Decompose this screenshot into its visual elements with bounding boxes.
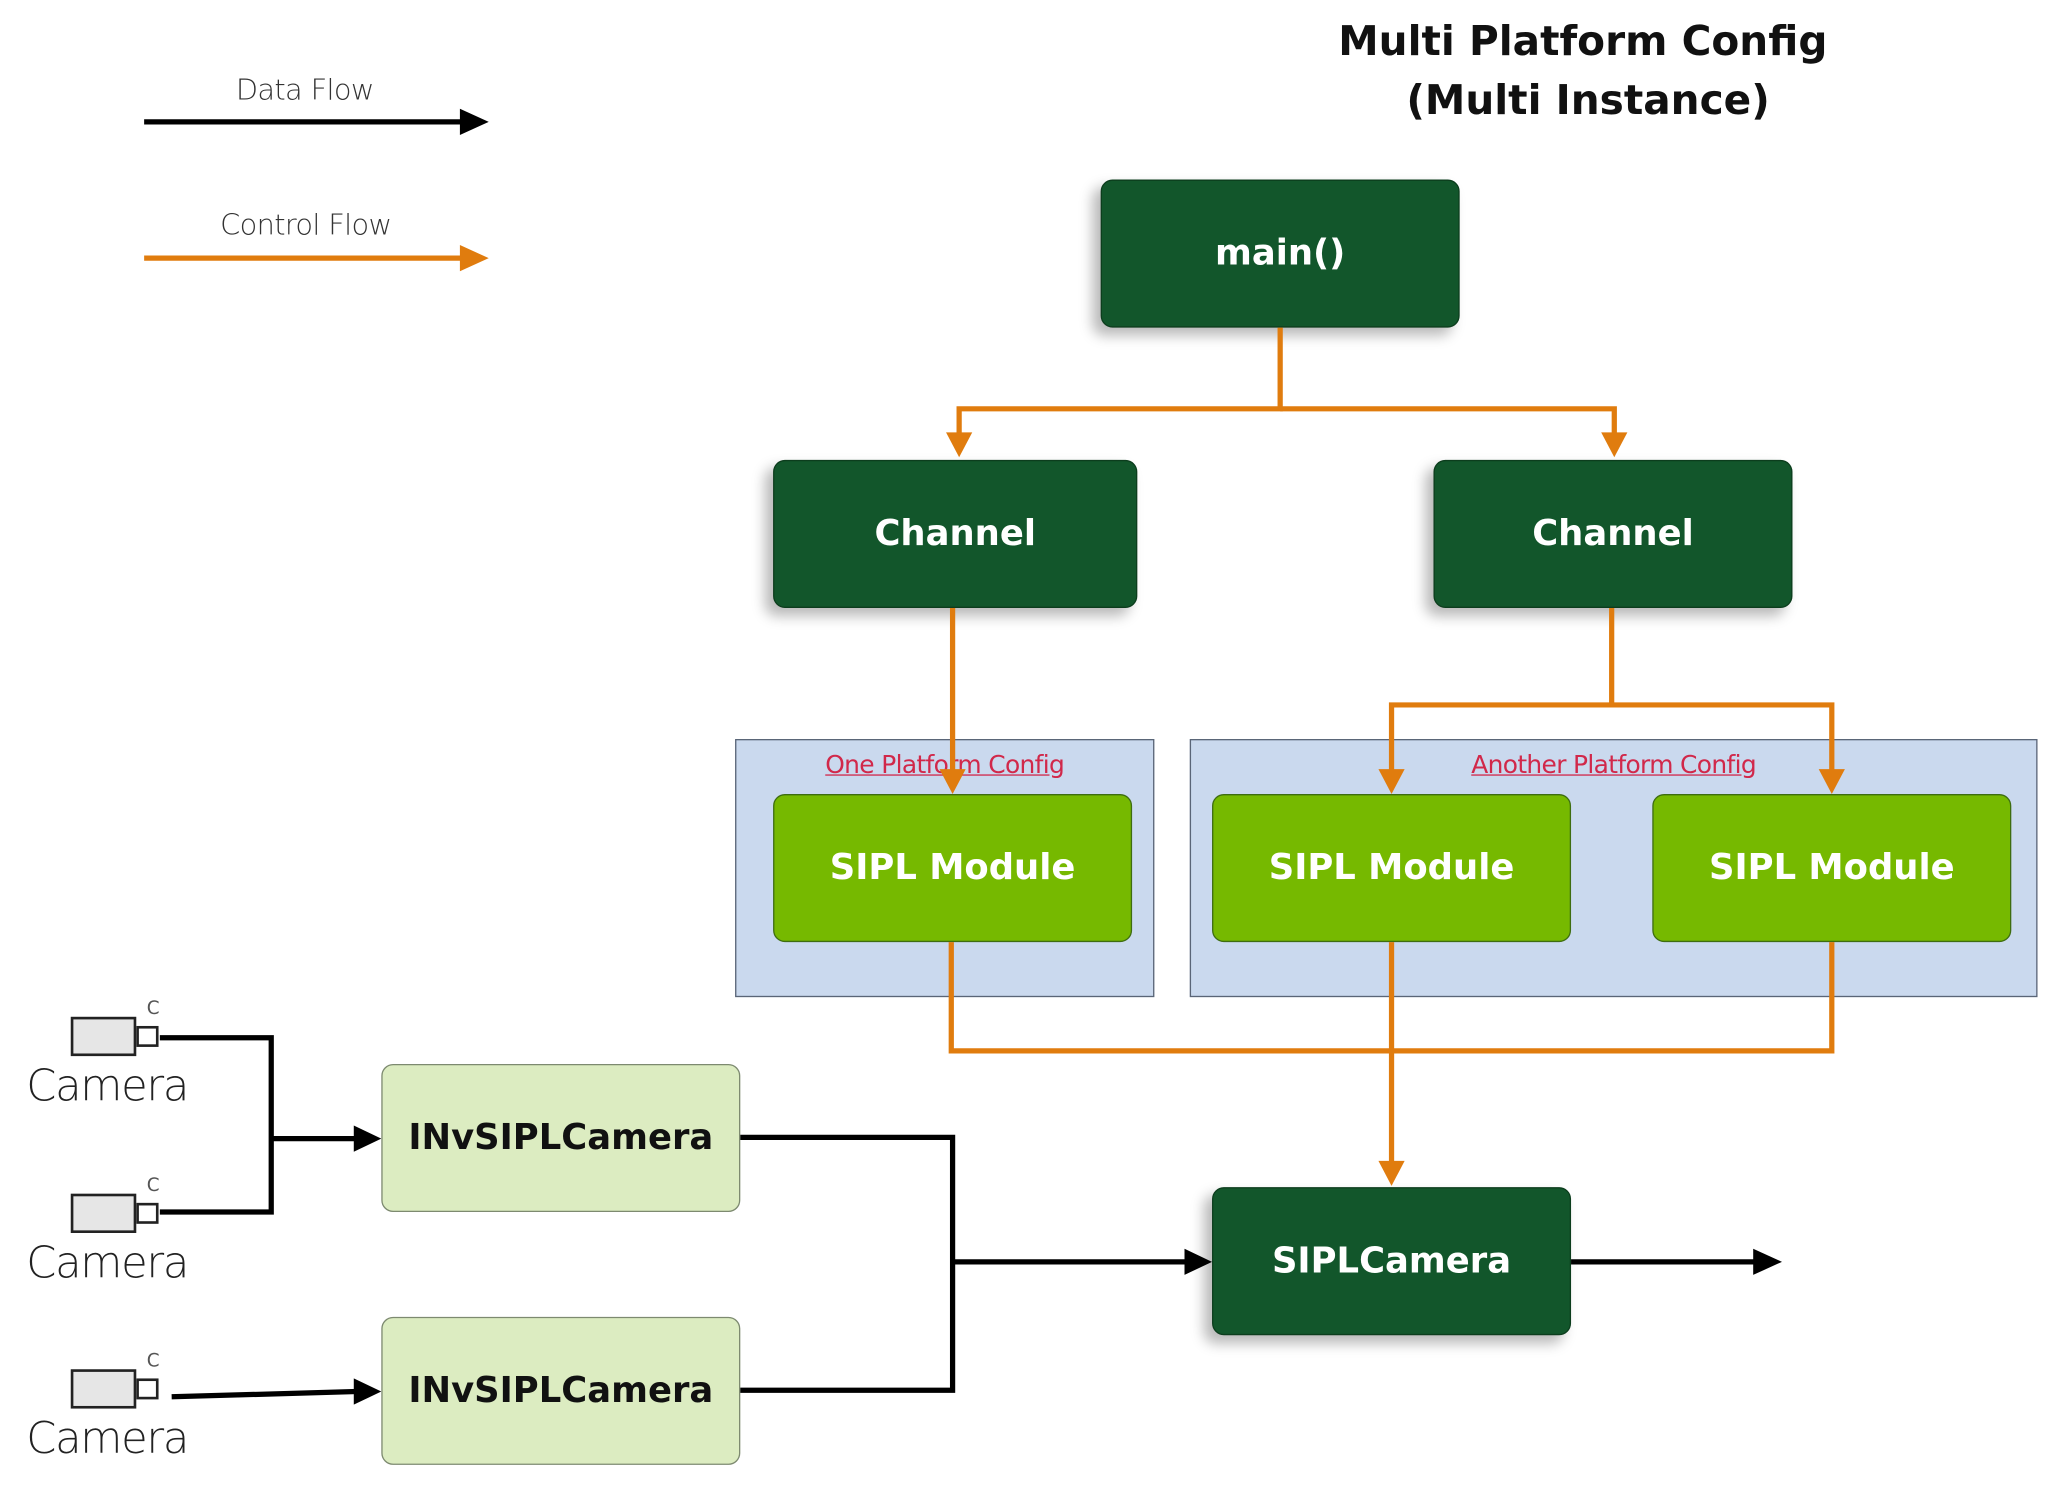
control-arrowhead	[1378, 769, 1405, 795]
legend-data-flow-arrow	[144, 108, 489, 135]
data-flow-camera-to-invsipl-2	[171, 1388, 357, 1400]
invsipl-camera-node-2: INvSIPLCamera	[381, 1316, 741, 1465]
camera-cable-mark: C	[146, 1175, 160, 1197]
camera-body-icon	[70, 1016, 137, 1057]
data-arrowhead	[353, 1125, 382, 1152]
data-arrowhead	[1184, 1248, 1213, 1275]
camera-body-icon	[70, 1193, 137, 1233]
camera-lens-icon	[136, 1202, 159, 1224]
sipl-module-node-1: SIPL Module	[773, 794, 1133, 943]
control-arrowhead	[1601, 432, 1628, 458]
camera-device-3: C Camera	[26, 1351, 196, 1469]
invsipl-camera-node-1: INvSIPLCamera	[381, 1063, 741, 1213]
camera-lens-icon	[136, 1378, 159, 1400]
data-flow-invsipl-to-siplcamera	[740, 1134, 1188, 1393]
camera-label: Camera	[26, 1236, 189, 1289]
control-arrowhead	[1818, 769, 1845, 795]
sipl-module-node-2: SIPL Module	[1212, 794, 1572, 943]
control-arrowhead	[1378, 1160, 1405, 1186]
control-flow-main-to-channels	[956, 327, 1617, 438]
camera-label: Camera	[26, 1060, 189, 1112]
data-arrowhead	[1753, 1248, 1783, 1275]
sipl-module-node-3: SIPL Module	[1652, 794, 2012, 943]
main-node: main()	[1100, 179, 1460, 328]
diagram-title-line2: (Multi Instance)	[1406, 77, 1770, 125]
legend-control-flow-label: Control Flow	[220, 209, 392, 243]
channel-left-node: Channel	[773, 459, 1138, 608]
camera-lens-icon	[136, 1025, 159, 1047]
diagram-title-line1: Multi Platform Config	[1338, 18, 1828, 66]
another-platform-config-title: Another Platform Config	[1471, 750, 1757, 780]
siplcamera-node: SIPLCamera	[1212, 1187, 1572, 1336]
control-arrowhead	[946, 432, 973, 458]
legend-data-flow-label: Data Flow	[235, 74, 375, 108]
camera-label: Camera	[26, 1412, 189, 1464]
camera-body-icon	[70, 1369, 137, 1409]
control-flow-modules-to-siplcamera	[948, 942, 1835, 1167]
channel-right-node: Channel	[1433, 459, 1793, 608]
camera-device-1: C Camera	[26, 998, 196, 1117]
control-arrowhead	[939, 769, 966, 795]
camera-device-2: C Camera	[26, 1175, 196, 1293]
data-flow-cameras-to-invsipl-1	[159, 1035, 357, 1215]
control-flow-channel-right-to-modules	[1388, 607, 1835, 774]
legend-control-flow-arrow	[144, 245, 489, 272]
data-arrowhead	[353, 1378, 382, 1405]
camera-cable-mark: C	[146, 1350, 160, 1372]
camera-cable-mark: C	[146, 998, 160, 1020]
